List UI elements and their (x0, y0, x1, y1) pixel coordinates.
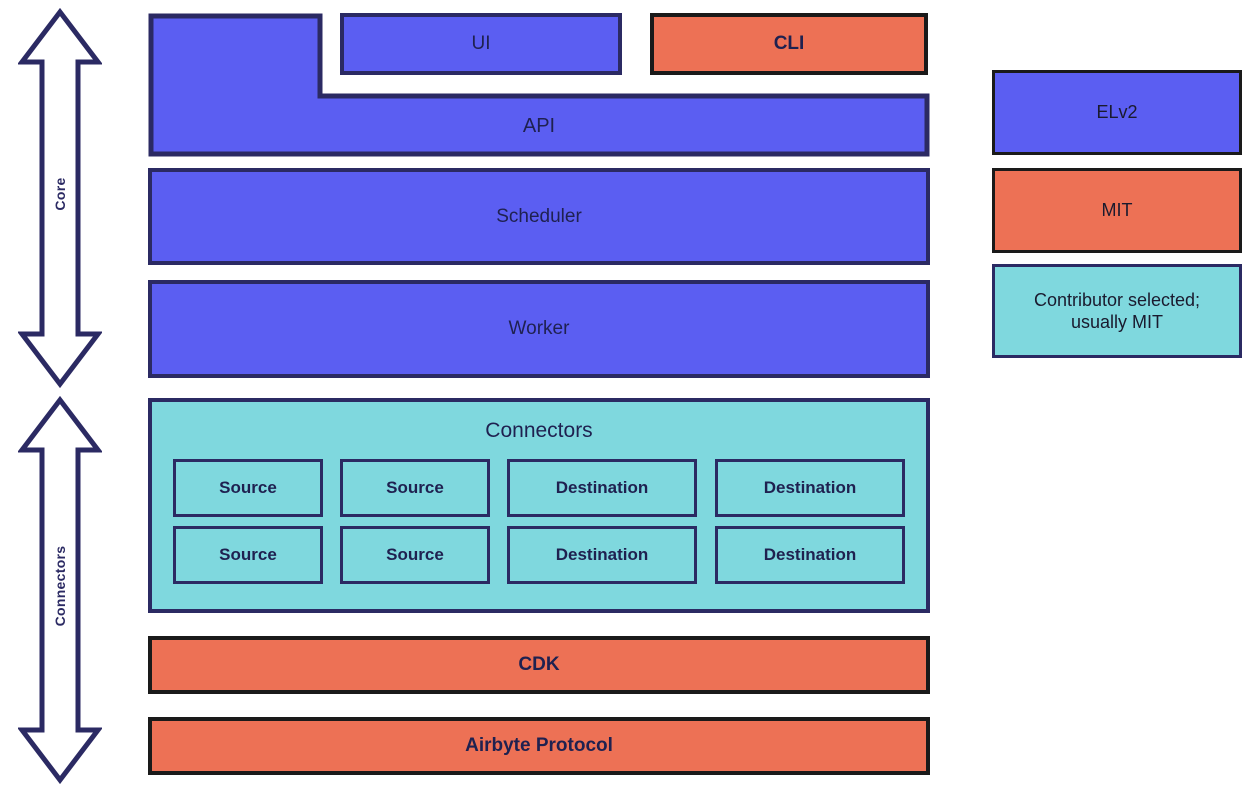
connector-item-source-4[interactable]: Source (340, 526, 490, 584)
connector-item-label: Source (219, 478, 277, 498)
airbyte-protocol-block[interactable]: Airbyte Protocol (148, 717, 930, 775)
connector-item-destination-1[interactable]: Destination (507, 459, 697, 517)
legend-item-elv2: ELv2 (992, 70, 1242, 155)
connector-item-label: Source (386, 478, 444, 498)
api-lshape: API (148, 13, 930, 157)
connector-item-label: Destination (763, 478, 857, 498)
legend-item-mit: MIT (992, 168, 1242, 253)
scheduler-block[interactable]: Scheduler (148, 168, 930, 265)
connector-item-label: Source (386, 545, 444, 565)
worker-block[interactable]: Worker (148, 280, 930, 378)
ui-label: UI (471, 33, 491, 55)
connectors-block[interactable]: Connectors Source Source Destination Des… (148, 398, 930, 613)
connectors-double-arrow-icon (16, 395, 104, 785)
core-double-arrow-icon (16, 7, 104, 389)
cli-label: CLI (773, 33, 805, 55)
legend-item-label: ELv2 (1096, 102, 1138, 123)
core-arrow-label: Core (52, 177, 68, 211)
connectors-title: Connectors (485, 419, 593, 442)
legend: ELv2 MIT Contributor selected; usually M… (992, 70, 1242, 360)
connector-item-source-3[interactable]: Source (173, 526, 323, 584)
cdk-label: CDK (518, 654, 560, 676)
connector-item-label: Source (219, 545, 277, 565)
legend-item-contributor: Contributor selected; usually MIT (992, 264, 1242, 358)
connector-item-destination-2[interactable]: Destination (715, 459, 905, 517)
connector-item-destination-3[interactable]: Destination (507, 526, 697, 584)
connector-item-destination-4[interactable]: Destination (715, 526, 905, 584)
core-scope-arrow: Core (16, 7, 104, 389)
legend-item-label: MIT (1101, 200, 1133, 221)
connector-item-label: Destination (763, 545, 857, 565)
connectors-arrow-label: Connectors (52, 545, 68, 627)
airbyte-protocol-label: Airbyte Protocol (465, 735, 613, 757)
connector-item-label: Destination (555, 545, 649, 565)
legend-item-label: Contributor selected; usually MIT (1033, 289, 1201, 333)
connector-item-source-1[interactable]: Source (173, 459, 323, 517)
connectors-scope-arrow: Connectors (16, 395, 104, 785)
worker-label: Worker (508, 318, 570, 340)
cli-block[interactable]: CLI (650, 13, 928, 75)
scheduler-label: Scheduler (496, 205, 582, 227)
api-label-text: API (523, 115, 555, 137)
api-block[interactable]: API API (148, 13, 930, 157)
connector-item-label: Destination (555, 478, 649, 498)
cdk-block[interactable]: CDK (148, 636, 930, 694)
connector-item-source-2[interactable]: Source (340, 459, 490, 517)
ui-block[interactable]: UI (340, 13, 622, 75)
